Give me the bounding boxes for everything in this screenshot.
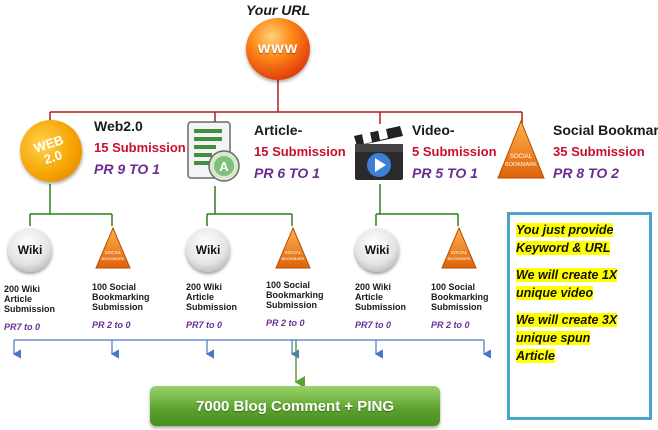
social-bookmark-icon: SOCIAL BOOKMARK xyxy=(95,226,131,269)
category-count: 15 Submission xyxy=(254,144,346,159)
subitem-label-line2: Bookmarking xyxy=(92,292,150,302)
social-icon-line2: BOOKMARK xyxy=(447,256,470,261)
category-social-bookmark: Social Bookmark- 35 Submission PR 8 TO 2 xyxy=(553,122,658,181)
subitem-wiki: 200 Wiki Article Submission PR7 to 0 xyxy=(355,282,406,330)
wiki-icon-text: Wiki xyxy=(17,243,43,257)
social-icon-line1: SOCIAL xyxy=(285,250,302,255)
subitem-wiki: 200 Wiki Article Submission PR7 to 0 xyxy=(4,284,55,332)
info-line: You just provide xyxy=(516,223,614,237)
subitem-pr: PR7 to 0 xyxy=(186,320,223,330)
social-bookmark-icon: SOCIAL BOOKMARK xyxy=(441,226,477,269)
info-block-article: We will create 3X unique spun Article xyxy=(516,311,643,365)
subitem-label-line1: 200 Wiki xyxy=(186,282,222,292)
subitem-label-line2: Article xyxy=(186,292,215,302)
category-title: Video- xyxy=(412,122,455,138)
info-line: We will create 1X xyxy=(516,268,618,282)
category-video: Video- 5 Submission PR 5 TO 1 xyxy=(412,122,497,181)
article-document-icon: A xyxy=(187,121,240,182)
subitem-label-line3: Submission xyxy=(186,302,238,312)
subitem-pr: PR7 to 0 xyxy=(355,320,392,330)
root-label: Your URL xyxy=(245,2,311,18)
info-block-provide: You just provide Keyword & URL xyxy=(516,221,643,257)
category-title: Web2.0 xyxy=(94,118,143,134)
subitem-label-line1: 100 Social xyxy=(431,282,476,292)
category-pr: PR 8 TO 2 xyxy=(553,165,619,181)
subitem-wiki: 200 Wiki Article Submission PR7 to 0 xyxy=(186,282,237,330)
subitem-label-line2: Article xyxy=(4,294,33,304)
www-globe-icon: www xyxy=(246,18,310,80)
www-text: www xyxy=(257,40,299,57)
wiki-icon-text: Wiki xyxy=(195,243,221,257)
subitem-label-line1: 100 Social xyxy=(92,282,137,292)
info-box: You just provide Keyword & URL We will c… xyxy=(507,212,652,420)
subitem-social: 100 Social Bookmarking Submission PR 2 t… xyxy=(431,282,489,330)
wiki-icon: Wiki xyxy=(355,228,399,272)
blog-comment-bar: 7000 Blog Comment + PING xyxy=(150,386,440,426)
subitem-label-line3: Submission xyxy=(431,302,483,312)
web2-badge-line2: 2.0 xyxy=(42,147,64,168)
category-count: 15 Submission xyxy=(94,140,186,155)
social-icon-line1: SOCIAL xyxy=(105,250,122,255)
subitem-social: 100 Social Bookmarking Submission PR 2 t… xyxy=(92,282,150,330)
social-icon-line2: BOOKMARK xyxy=(281,256,304,261)
info-block-video: We will create 1X unique video xyxy=(516,266,643,302)
subitem-pr: PR7 to 0 xyxy=(4,322,41,332)
subitem-pr: PR 2 to 0 xyxy=(92,320,131,330)
social-icon-line2: BOOKMARK xyxy=(101,256,124,261)
wiki-icon: Wiki xyxy=(186,228,230,272)
category-title: Social Bookmark- xyxy=(553,122,658,138)
category-article: Article- 15 Submission PR 6 TO 1 xyxy=(254,122,346,181)
social-icon-line2: BOOKMARK xyxy=(505,162,537,168)
info-line: unique video xyxy=(516,286,594,300)
category-count: 35 Submission xyxy=(553,144,645,159)
subitem-label-line3: Submission xyxy=(355,302,407,312)
subitem-social: 100 Social Bookmarking Submission PR 2 t… xyxy=(266,280,324,328)
category-count: 5 Submission xyxy=(412,144,497,159)
subitem-pr: PR 2 to 0 xyxy=(266,318,305,328)
category-web2: Web2.0 15 Submission PR 9 TO 1 xyxy=(94,118,186,177)
subitem-pr: PR 2 to 0 xyxy=(431,320,470,330)
subitem-label-line3: Submission xyxy=(266,300,318,310)
blog-comment-text: 7000 Blog Comment + PING xyxy=(196,397,394,415)
subitem-label-line1: 200 Wiki xyxy=(4,284,40,294)
subitem-label-line2: Article xyxy=(355,292,384,302)
wiki-icon: Wiki xyxy=(8,228,52,272)
subitem-label-line2: Bookmarking xyxy=(431,292,489,302)
subitem-label-line3: Submission xyxy=(4,304,56,314)
social-bookmark-icon: SOCIAL BOOKMARK xyxy=(497,119,545,179)
video-clapper-icon xyxy=(354,126,403,180)
category-pr: PR 6 TO 1 xyxy=(254,165,320,181)
social-bookmark-icon: SOCIAL BOOKMARK xyxy=(275,226,311,269)
social-icon-line1: SOCIAL xyxy=(451,250,468,255)
category-pr: PR 9 TO 1 xyxy=(94,161,160,177)
info-line: Keyword & URL xyxy=(516,241,611,255)
subitem-label-line1: 100 Social xyxy=(266,280,311,290)
subitem-label-line2: Bookmarking xyxy=(266,290,324,300)
subitem-label-line3: Submission xyxy=(92,302,144,312)
subitem-label-line1: 200 Wiki xyxy=(355,282,391,292)
social-icon-line1: SOCIAL xyxy=(510,154,533,160)
category-title: Article- xyxy=(254,122,303,138)
svg-text:A: A xyxy=(219,159,229,174)
category-pr: PR 5 TO 1 xyxy=(412,165,478,181)
info-line: Article xyxy=(516,349,555,363)
wiki-icon-text: Wiki xyxy=(364,243,390,257)
info-line: We will create 3X xyxy=(516,313,618,327)
info-line: unique spun xyxy=(516,331,591,345)
